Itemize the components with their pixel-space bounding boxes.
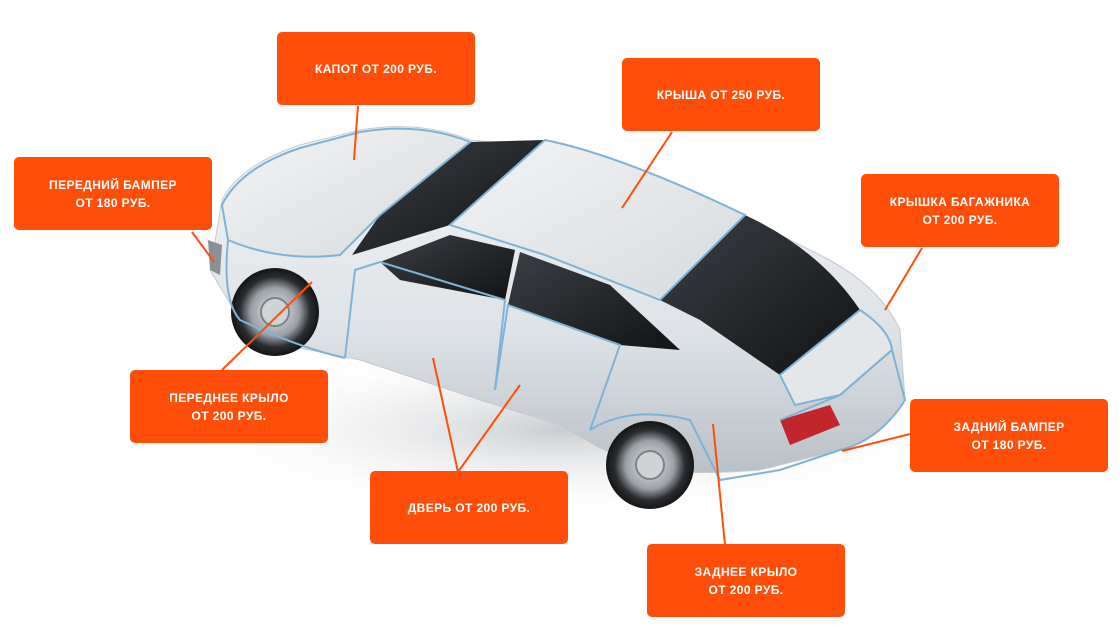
label-roof-text: КРЫША ОТ 250 РУБ. (656, 87, 786, 102)
leader-rear-bumper (841, 433, 911, 452)
label-trunk-lid-line2: ОТ 200 РУБ. (922, 212, 998, 227)
label-trunk-lid-line1: КРЫШКА БАГАЖНИКА (889, 194, 1031, 209)
label-hood-text: КАПОТ ОТ 200 РУБ. (315, 61, 437, 76)
car-rear-window (660, 215, 860, 375)
label-trunk-lid: КРЫШКА БАГАЖНИКА ОТ 200 РУБ. (861, 174, 1059, 247)
car-taillight (780, 405, 840, 445)
car-side-window-rear (508, 252, 680, 350)
label-rear-bumper: ЗАДНИЙ БАМПЕР ОТ 180 РУБ. (910, 399, 1108, 472)
car-windshield (352, 140, 545, 255)
leader-door-a (432, 357, 459, 473)
car-headlight (208, 240, 222, 275)
label-front-fender: ПЕРЕДНЕЕ КРЫЛО ОТ 200 РУБ. (130, 370, 328, 443)
label-roof: КРЫША ОТ 250 РУБ. (622, 58, 820, 131)
label-rear-fender-line2: ОТ 200 РУБ. (708, 582, 784, 597)
label-front-fender-line2: ОТ 200 РУБ. (191, 408, 267, 423)
rear-wheel (606, 421, 694, 509)
label-hood: КАПОТ ОТ 200 РУБ. (277, 32, 475, 105)
car-roof (450, 140, 745, 300)
label-front-fender-line1: ПЕРЕДНЕЕ КРЫЛО (169, 390, 289, 405)
label-front-bumper: ПЕРЕДНИЙ БАМПЕР ОТ 180 РУБ. (14, 157, 212, 230)
leader-hood (353, 105, 359, 161)
leader-lines (191, 105, 923, 546)
label-rear-bumper-line2: ОТ 180 РУБ. (971, 437, 1047, 452)
leader-rear-fender (712, 423, 726, 546)
panel-outlines (220, 127, 907, 482)
leader-roof (621, 131, 673, 209)
leader-front-bumper (191, 231, 215, 263)
label-front-bumper-line1: ПЕРЕДНИЙ БАМПЕР (49, 177, 177, 192)
label-door-text: ДВЕРЬ ОТ 200 РУБ. (407, 500, 531, 515)
label-rear-fender: ЗАДНЕЕ КРЫЛО ОТ 200 РУБ. (647, 544, 845, 617)
leader-door-b (457, 384, 521, 473)
leader-trunk (884, 247, 923, 311)
label-door: ДВЕРЬ ОТ 200 РУБ. (370, 471, 568, 544)
label-rear-bumper-line1: ЗАДНИЙ БАМПЕР (953, 419, 1065, 434)
car-hood (222, 128, 470, 257)
leader-front-fender (221, 281, 313, 371)
label-front-bumper-line2: ОТ 180 РУБ. (75, 195, 151, 210)
car-trunk (780, 310, 892, 405)
car-side-window-front (380, 235, 515, 300)
front-wheel (231, 268, 319, 356)
label-rear-fender-line1: ЗАДНЕЕ КРЫЛО (694, 564, 798, 579)
